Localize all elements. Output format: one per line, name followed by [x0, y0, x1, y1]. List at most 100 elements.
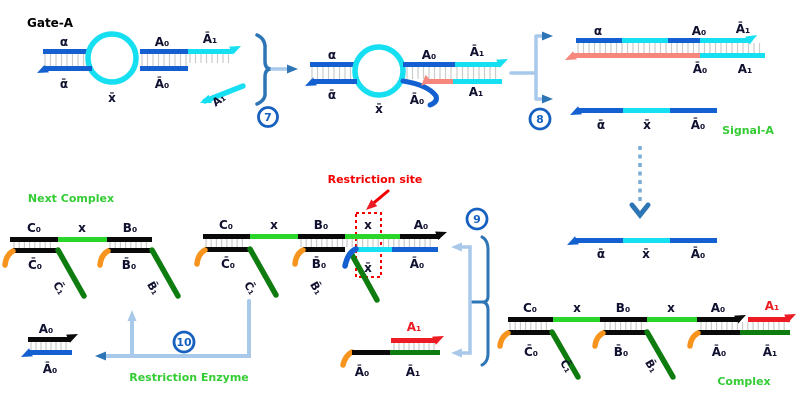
base-pairs: [393, 343, 435, 350]
label: C̄₀: [524, 344, 538, 359]
strand-c1bar-overhang: [55, 247, 87, 299]
step-circle: [257, 106, 279, 128]
base-pairs: [406, 67, 452, 79]
label: Ā₁: [736, 22, 751, 36]
label: B₀: [123, 221, 137, 235]
label-a1-red: A₁: [765, 299, 780, 313]
restriction-site-box: [355, 212, 382, 278]
strand-a1: [453, 79, 502, 84]
strand-alphabar: [575, 238, 623, 243]
label: Ā₀: [691, 118, 706, 132]
label: x: [270, 218, 278, 232]
strand-b0bar: [303, 247, 345, 252]
label: x: [78, 221, 86, 235]
label: x̄: [643, 118, 651, 132]
signal-a-copy-group: ᾱ x̄ Ā₀: [565, 236, 717, 261]
label: α: [594, 24, 602, 38]
strand-b1bar-overhang: [348, 250, 380, 303]
label: ᾱ: [60, 77, 68, 91]
step-number: 7: [264, 111, 272, 124]
base-pairs: [604, 322, 643, 330]
base-pairs: [311, 67, 352, 79]
strand-x: [553, 317, 600, 322]
label: Ā₀: [410, 93, 425, 107]
strand-c1bar-overhang: [247, 246, 279, 298]
strand-a0bar-signal: [392, 247, 438, 252]
gate-a-group: Gate-A α A₀ Ā₁ ᾱ Ā₀ x̄ A₁: [27, 16, 246, 109]
base-pairs: [456, 67, 497, 79]
base-pairs: [30, 342, 67, 350]
strand-a1bar: [740, 330, 790, 335]
strand-b1bar-overhang: [149, 247, 181, 299]
label: x: [667, 301, 675, 315]
label: A₀: [692, 24, 707, 38]
label: A₀: [155, 35, 170, 49]
strand-a0bar: [670, 238, 717, 243]
strand-a0: [140, 49, 188, 54]
strand-a1-red: [391, 338, 437, 343]
strand-alpha: [43, 49, 90, 54]
strand-b1bar-overhang: [644, 329, 676, 380]
strand-a0bar: [140, 66, 188, 71]
label: C̄₁: [50, 279, 68, 297]
strand-a1bar: [700, 38, 750, 43]
label: C̄₀: [221, 256, 235, 271]
base-pairs: [577, 43, 761, 53]
base-pairs: [189, 54, 230, 63]
label: A₀: [711, 301, 726, 315]
next-complex-group: Next Complex C₀ x B₀ C̄₀ B̄₀ C̄₁ B̄₁: [2, 192, 181, 299]
toehold-tail: [194, 247, 208, 267]
strand-a1bar: [390, 350, 440, 355]
toehold-tail: [2, 248, 16, 268]
label: x̄: [364, 261, 372, 275]
label: Ā₀: [43, 362, 58, 376]
strand-a1bar-toehold: [455, 62, 500, 67]
strand-x: [622, 38, 668, 43]
toehold-tail: [497, 330, 511, 349]
label: C̄₁: [557, 357, 575, 375]
strand-b0bar: [603, 330, 647, 335]
label: Ā₁: [763, 345, 778, 359]
label: Ā₁: [470, 45, 485, 59]
label: x̄: [108, 91, 116, 105]
step-circle: [172, 330, 196, 354]
strand-xbar: [623, 238, 670, 243]
flow-line: [100, 299, 251, 358]
strand-c1bar-overhang: [549, 329, 581, 380]
restriction-enzyme-caption: Restriction Enzyme: [129, 371, 249, 384]
strand-a0bar: [352, 350, 390, 355]
base-pairs: [141, 54, 187, 66]
base-pairs: [13, 242, 52, 248]
toehold-tail: [687, 330, 701, 349]
step-7-group: 7: [255, 33, 298, 128]
strand-b0: [600, 317, 647, 322]
strand-x: [250, 234, 298, 239]
base-pairs: [509, 322, 548, 330]
label: A₁: [738, 62, 753, 76]
arrowhead: [451, 348, 462, 358]
label: Ā₀: [693, 62, 708, 76]
label: ᾱ: [597, 247, 605, 261]
base-pairs: [700, 322, 785, 330]
label: B̄₀: [614, 344, 628, 359]
label: B̄₁: [642, 357, 660, 375]
complex-caption: Complex: [717, 375, 770, 388]
label: Ā₀: [691, 247, 706, 261]
label: B̄₀: [122, 257, 136, 272]
arrowhead: [287, 64, 298, 74]
step-8-group: 8: [509, 31, 553, 131]
arrowhead: [542, 94, 553, 104]
step-number: 8: [536, 113, 544, 126]
label: A₀: [414, 218, 429, 232]
step-circle: [465, 207, 489, 231]
strand-a0bar: [670, 108, 717, 113]
label: C₀: [219, 218, 233, 232]
label: Ā₀: [410, 257, 425, 271]
strand-b0: [107, 237, 152, 242]
signal-transfer-arrow: [629, 146, 651, 220]
strand-xbar: [623, 108, 670, 113]
strand-a0: [28, 337, 71, 342]
strand-c0: [508, 317, 553, 322]
branch-lines: [509, 34, 547, 101]
